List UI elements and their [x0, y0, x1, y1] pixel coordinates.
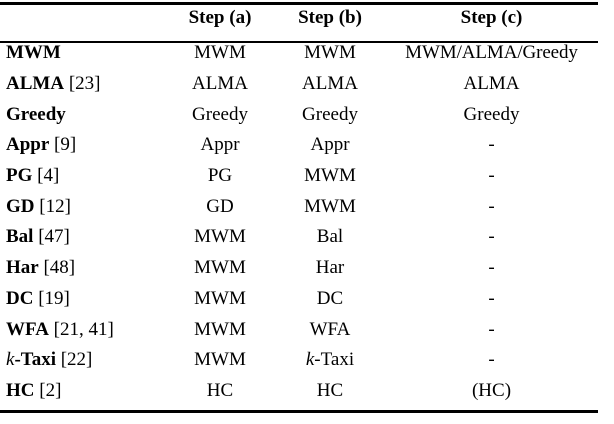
cell-step-c: - [488, 318, 495, 340]
algorithm-label: Appr [9] [0, 130, 165, 161]
column-header-step-c: Step (c) [460, 7, 523, 28]
cell-step-b: HC [316, 379, 344, 401]
cell-step-c: - [488, 195, 495, 217]
algorithm-citation: [47] [33, 226, 70, 248]
algorithm-label: PG [4] [0, 161, 165, 192]
algorithm-citation: [12] [34, 195, 71, 217]
cell-step-b: Appr [310, 134, 350, 156]
algorithm-name: Har [6, 257, 39, 279]
table-row: MWM MWM MWM MWM/ALMA/Greedy [0, 36, 598, 69]
algorithm-citation: [9] [49, 134, 77, 156]
cell-step-c: MWM/ALMA/Greedy [405, 42, 578, 64]
cell-step-a: MWM [194, 42, 246, 64]
cell-step-a: MWM [194, 287, 246, 309]
algorithm-label: Bal [47] [0, 222, 165, 253]
cell-step-a: MWM [194, 226, 246, 248]
algorithm-name: Appr [6, 134, 50, 156]
algorithm-name: DC [6, 287, 34, 309]
table-row: Bal [47] MWM Bal - [0, 222, 598, 253]
table-row: Greedy Greedy Greedy Greedy [0, 99, 598, 130]
cell-step-c: - [488, 165, 495, 187]
cell-step-b: k-Taxi [275, 345, 385, 376]
cell-step-b: ALMA [302, 73, 358, 95]
step-b-italic-prefix: k [305, 349, 315, 371]
algorithm-citation: [23] [64, 73, 101, 95]
algorithm-name: ALMA [6, 73, 65, 95]
table-row: DC [19] MWM DC - [0, 284, 598, 315]
cell-step-c: ALMA [463, 73, 520, 95]
algorithm-name: -Taxi [14, 349, 56, 371]
cell-step-c: - [488, 134, 495, 156]
algorithm-label: k-Taxi [22] [0, 345, 165, 376]
cell-step-b: MWM [304, 165, 356, 187]
cell-step-c: - [488, 257, 495, 279]
cell-step-a: MWM [194, 318, 246, 340]
table-header-row: Step (a) Step (b) Step (c) [0, 0, 598, 36]
cell-step-c: (HC) [471, 379, 512, 401]
cell-step-a: GD [206, 195, 234, 217]
algorithm-citation: [48] [38, 257, 76, 279]
step-b-text: -Taxi [314, 349, 355, 371]
algorithm-name: MWM [6, 42, 61, 64]
algorithm-label: WFA [21, 41] [0, 314, 165, 345]
algorithm-label: ALMA [23] [0, 69, 165, 100]
algorithm-label: Har [48] [0, 253, 165, 284]
algorithm-name: WFA [6, 318, 49, 340]
cell-step-a: PG [207, 165, 233, 187]
algorithm-label: GD [12] [0, 191, 165, 222]
cell-step-a: Greedy [192, 103, 248, 125]
table-row: Har [48] MWM Har - [0, 253, 598, 284]
table-header: Step (a) Step (b) Step (c) [0, 0, 598, 36]
algorithm-name: HC [6, 379, 35, 401]
algorithm-citation: [22] [55, 349, 93, 371]
algorithm-citation: [4] [32, 165, 60, 187]
column-header-step-b: Step (b) [298, 7, 362, 28]
cell-step-a: MWM [194, 257, 246, 279]
cell-step-b: Greedy [302, 103, 358, 125]
algorithm-label: Greedy [0, 99, 165, 130]
cell-step-a: Appr [200, 134, 240, 156]
table-header-rule [0, 41, 598, 43]
table-top-rule [0, 2, 598, 5]
column-header-step-a: Step (a) [188, 7, 252, 28]
algorithm-citation: [21, 41] [48, 318, 114, 340]
cell-step-a: ALMA [192, 73, 248, 95]
cell-step-b: Bal [316, 226, 344, 248]
algorithm-name: GD [6, 195, 35, 217]
cell-step-a: MWM [194, 349, 246, 371]
cell-step-c: - [488, 287, 495, 309]
cell-step-b: Har [315, 257, 345, 279]
table-bottom-rule [0, 410, 598, 413]
cell-step-b: MWM [304, 195, 356, 217]
algorithm-label: HC [2] [0, 376, 165, 407]
comparison-table: Step (a) Step (b) Step (c) MWM MWM MWM MWM/… [0, 0, 598, 406]
algorithm-citation: [2] [34, 379, 62, 401]
cell-step-b: MWM [304, 42, 356, 64]
algorithm-citation: [19] [33, 287, 70, 309]
algorithm-label: MWM [0, 36, 165, 69]
cell-step-c: - [488, 349, 495, 371]
cell-step-b: WFA [309, 318, 351, 340]
algorithm-italic-prefix: k [6, 349, 15, 371]
cell-step-a: HC [206, 379, 234, 401]
column-header-algorithm [0, 0, 165, 36]
algorithm-name: PG [6, 165, 33, 187]
cell-step-c: - [488, 226, 495, 248]
cell-step-b: DC [316, 287, 344, 309]
algorithm-name: Bal [6, 226, 34, 248]
algorithm-name: Greedy [6, 103, 66, 125]
table-row: WFA [21, 41] MWM WFA - [0, 314, 598, 345]
algorithm-label: DC [19] [0, 284, 165, 315]
cell-step-c: Greedy [463, 103, 520, 125]
